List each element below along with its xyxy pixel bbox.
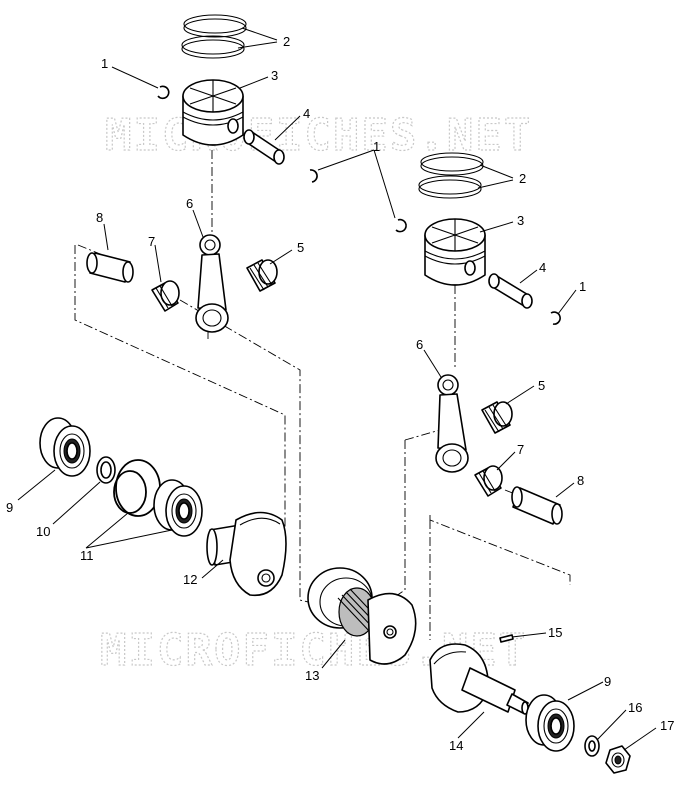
callout-12: 12 (183, 572, 197, 587)
callout-6: 6 (186, 196, 193, 211)
callout-1: 1 (373, 139, 380, 154)
callout-4: 4 (539, 260, 546, 275)
callout-6: 6 (416, 337, 423, 352)
main-bearing-right-9 (525, 694, 575, 752)
callout-4: 4 (303, 106, 310, 121)
callout-2: 2 (519, 171, 526, 186)
piston-pin-left (243, 129, 285, 165)
bearing-sleeve-right-8 (511, 486, 563, 525)
piston-right (424, 218, 486, 286)
callout-9: 9 (604, 674, 611, 689)
piston-pin-right (488, 273, 533, 309)
main-bearing-left-9 (39, 417, 91, 477)
callout-7: 7 (517, 442, 524, 457)
callout-5: 5 (538, 378, 545, 393)
needle-bearing-left-7 (151, 280, 180, 312)
leader-lines (17, 27, 657, 751)
callout-10: 10 (36, 524, 50, 539)
piston-clip-right-1 (395, 218, 407, 233)
callout-8: 8 (96, 210, 103, 225)
seal-ring-10 (96, 456, 116, 484)
watermark-top: MICROFICHES.NET (105, 110, 532, 161)
bearing-sleeve-left-8 (86, 252, 134, 283)
piston-left (182, 79, 244, 146)
callout-1: 1 (101, 56, 108, 71)
nut-17 (605, 745, 631, 774)
snap-rings-11 (113, 459, 161, 517)
needle-bearing-left-5 (246, 259, 278, 292)
crankshaft-half-left-12 (206, 511, 287, 597)
callout-15: 15 (548, 625, 562, 640)
connecting-rod-left (195, 234, 229, 333)
piston-clip-right-2 (550, 311, 561, 325)
callout-7: 7 (148, 234, 155, 249)
callout-3: 3 (271, 68, 278, 83)
callout-13: 13 (305, 668, 319, 683)
callout-16: 16 (628, 700, 642, 715)
callout-11: 11 (80, 548, 94, 563)
needle-bearing-right-7 (474, 465, 503, 497)
needle-bearing-right-5 (481, 401, 513, 434)
callout-14: 14 (449, 738, 463, 753)
callout-5: 5 (297, 240, 304, 255)
piston-rings-left (181, 14, 247, 59)
pin-15 (499, 634, 514, 643)
center-bearing-11 (153, 479, 203, 537)
callout-1: 1 (579, 279, 586, 294)
piston-clip-left-1 (157, 85, 170, 100)
connecting-rod-right (435, 374, 469, 473)
callout-3: 3 (517, 213, 524, 228)
crankshaft-half-right-14 (429, 643, 529, 715)
washer-16 (584, 735, 600, 757)
piston-clip-left-2 (309, 169, 318, 183)
callout-labels: 1 2 3 4 1 6 5 8 7 2 3 4 1 6 5 7 8 9 10 1… (6, 34, 674, 753)
callout-17: 17 (660, 718, 674, 733)
callout-8: 8 (577, 473, 584, 488)
callout-2: 2 (283, 34, 290, 49)
callout-9: 9 (6, 500, 13, 515)
crankshaft-center-13 (307, 567, 417, 665)
assembly-lines (74, 150, 571, 640)
